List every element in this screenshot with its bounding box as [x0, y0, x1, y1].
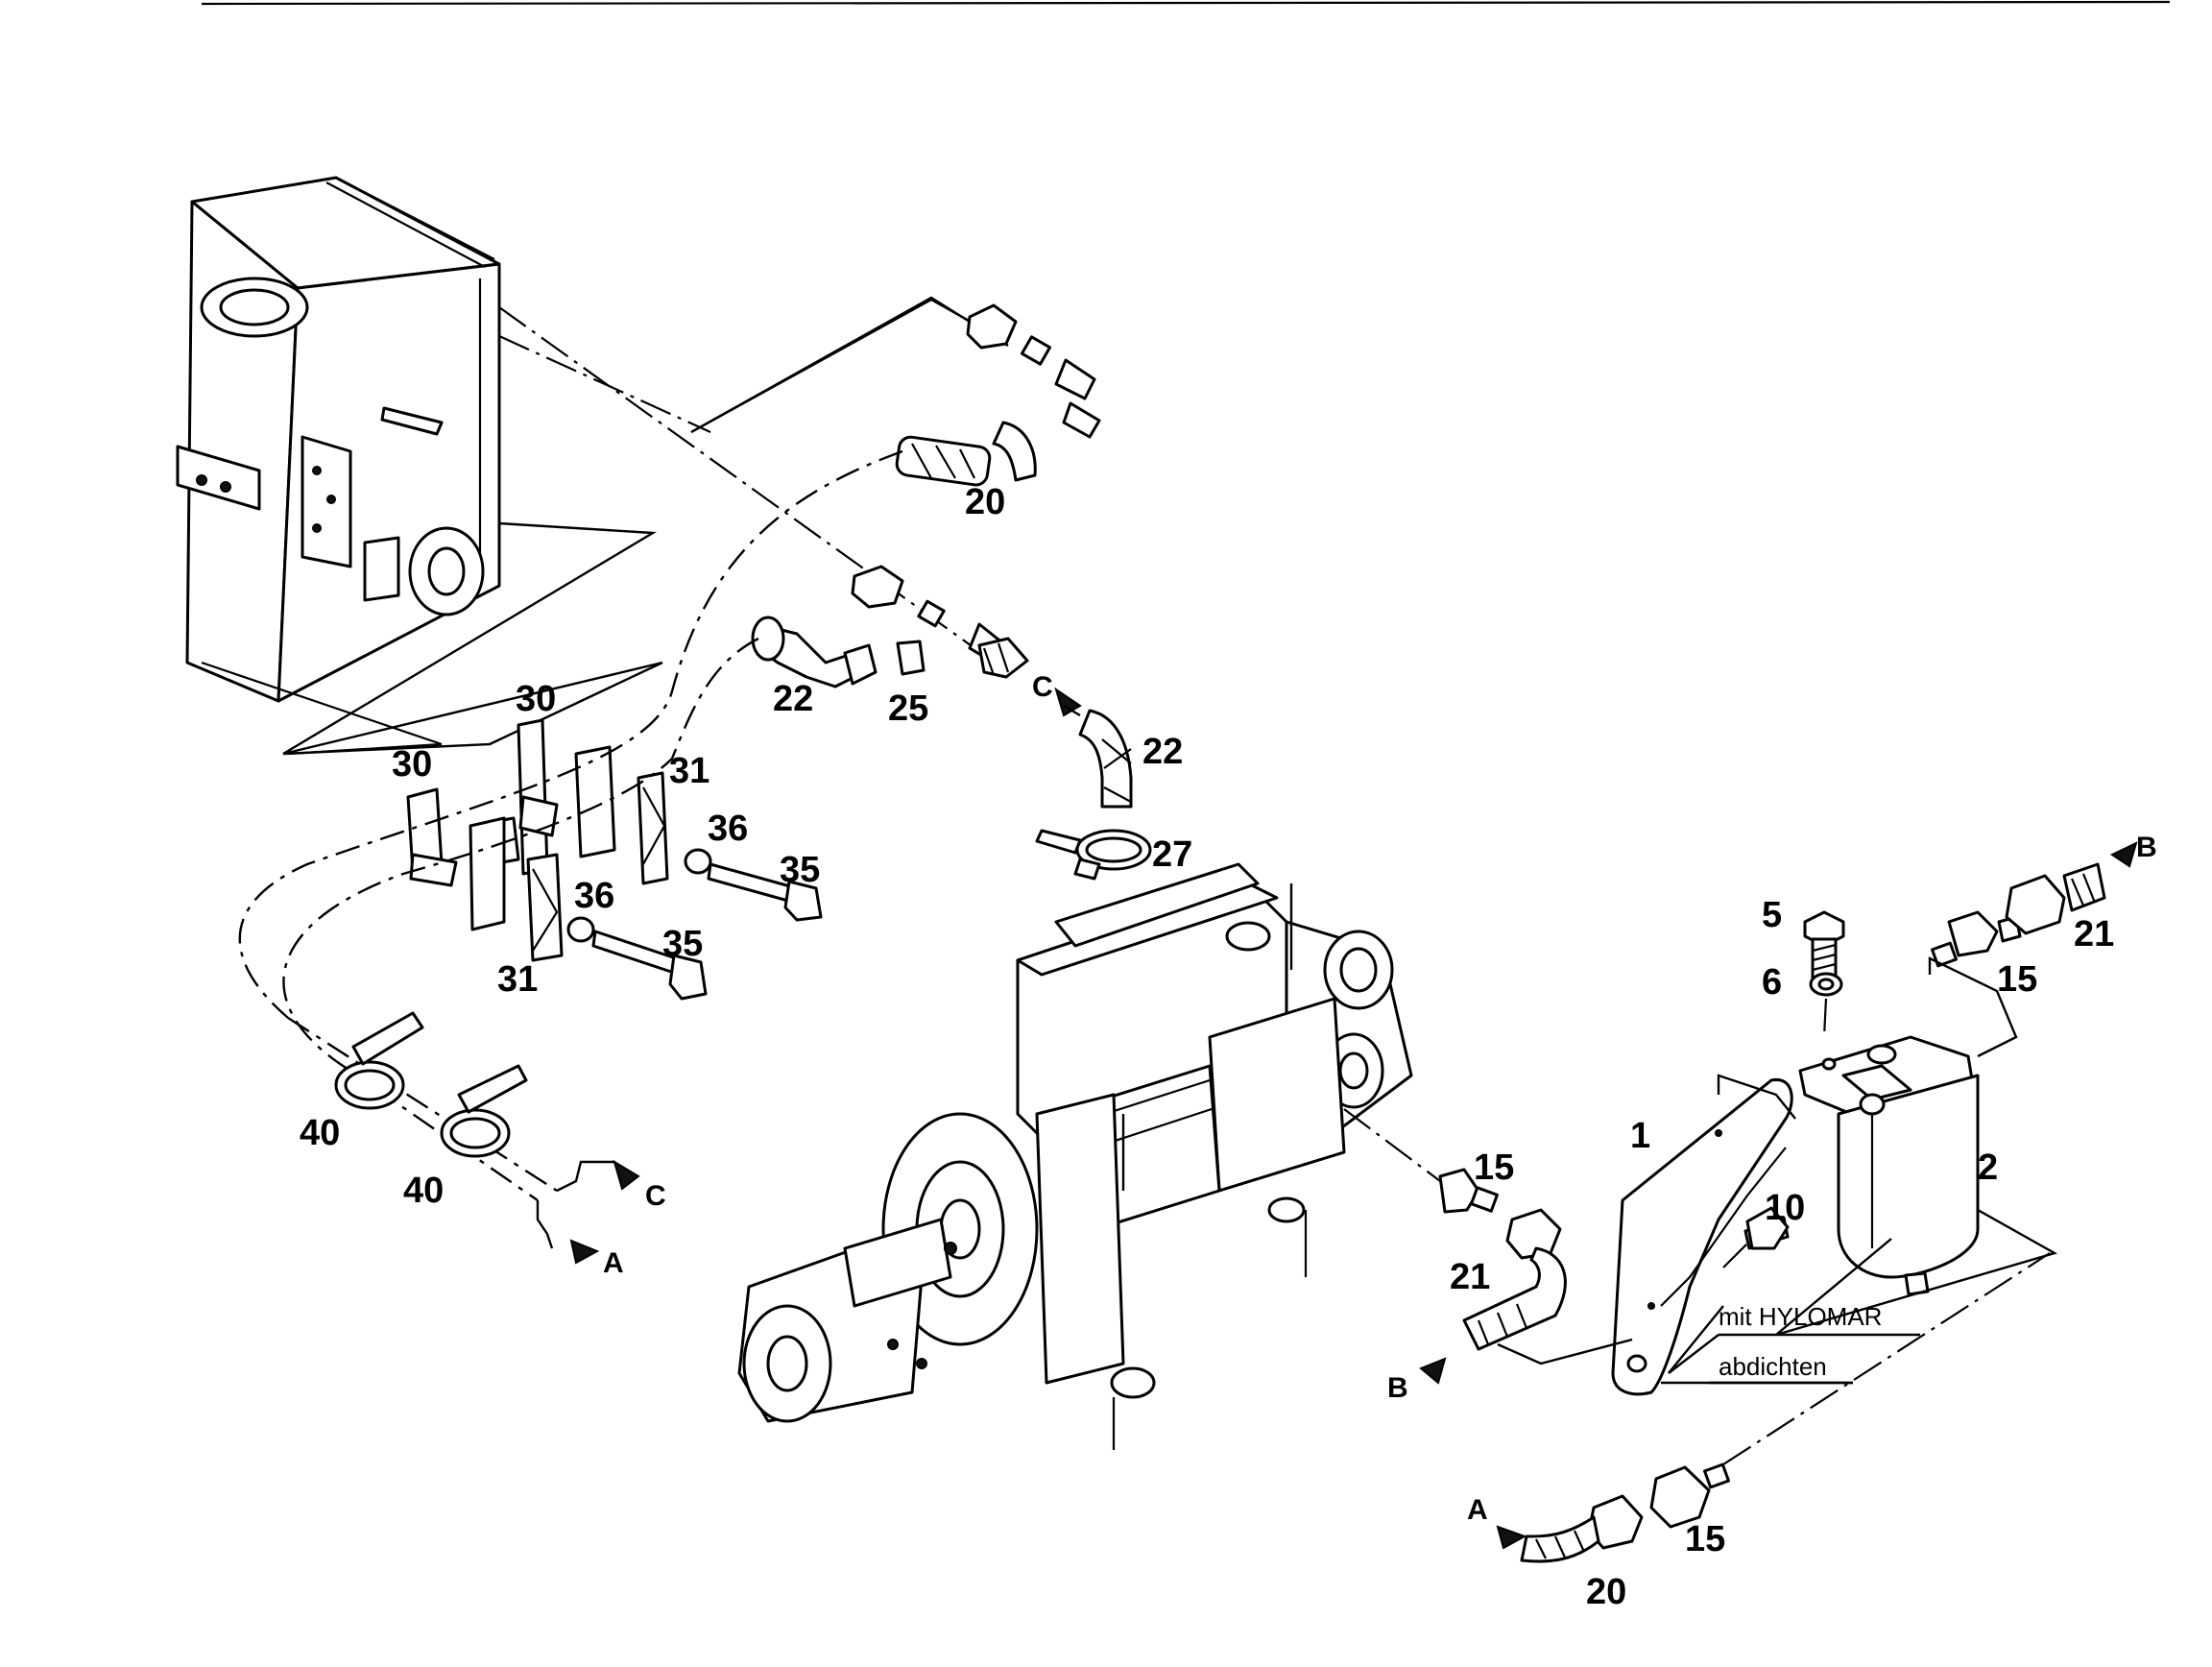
connector-arrow-b-right — [2109, 841, 2138, 868]
filter-leaders-right — [1775, 956, 2058, 1337]
cable-ties-40 — [334, 1011, 528, 1158]
page-top-rule — [201, 0, 2171, 6]
connector-label-c-left: C — [645, 1180, 666, 1212]
callout-30-top: 30 — [516, 679, 556, 719]
fitting-21-center — [1462, 1208, 1633, 1365]
sensor-15-center — [1343, 1108, 1499, 1214]
callout-10: 10 — [1765, 1188, 1805, 1228]
bolt-10 — [1722, 1206, 1790, 1268]
fuel-line-20-top — [690, 298, 1101, 487]
bracket-1 — [1611, 1074, 1796, 1396]
tank-frame — [176, 176, 501, 756]
connector-labels: C C A A B B — [603, 671, 2157, 1526]
callout-22-right: 22 — [1142, 732, 1183, 772]
connector-label-b-right: B — [2136, 832, 2157, 863]
callout-2: 2 — [1978, 1148, 1998, 1188]
connector-label-a-left: A — [603, 1247, 624, 1279]
connector-label-c-top: C — [1032, 671, 1053, 703]
callout-31-bottom: 31 — [497, 959, 538, 1000]
callout-15-top: 15 — [1997, 959, 2037, 1000]
callout-25: 25 — [888, 689, 928, 729]
callout-21-top: 21 — [2074, 914, 2114, 954]
callout-20-bottom: 20 — [1586, 1572, 1626, 1612]
callout-21-center: 21 — [1450, 1257, 1490, 1297]
callout-30-left: 30 — [392, 744, 432, 785]
connector-label-a-bottom: A — [1467, 1494, 1488, 1526]
clamp-blocks — [406, 718, 823, 1001]
engine-assembly — [737, 862, 1413, 1450]
callout-40-right: 40 — [403, 1171, 444, 1211]
connector-arrow-a-left — [569, 1239, 600, 1265]
hose-22-c — [1078, 709, 1133, 809]
callout-5: 5 — [1762, 895, 1782, 935]
sensor-15-bottom — [1649, 1252, 2051, 1529]
note-line-1: mit HYLOMAR — [1719, 1302, 1882, 1331]
fuel-line-22-25 — [751, 565, 1029, 689]
callout-27: 27 — [1152, 834, 1192, 875]
connector-arrow-a-bottom — [1496, 1525, 1527, 1550]
fitting-21-top — [2005, 862, 2106, 935]
callout-20-top: 20 — [965, 482, 1005, 522]
callout-36-top: 36 — [708, 809, 748, 849]
hylomar-note — [1661, 1305, 1920, 1385]
sensor-15-top — [1931, 910, 2022, 968]
note-line-2: abdichten — [1719, 1352, 1827, 1381]
connector-arrow-c-left — [613, 1159, 640, 1191]
connector-arrow-c-top — [1054, 687, 1082, 717]
callout-31-top: 31 — [669, 751, 709, 791]
callout-labels: 20 22 25 22 27 30 30 31 31 36 36 35 35 4… — [300, 482, 2114, 1612]
callout-15-center: 15 — [1474, 1148, 1514, 1188]
hose-routing — [238, 449, 903, 1201]
callout-15-bottom: 15 — [1685, 1519, 1725, 1559]
callout-40-left: 40 — [300, 1113, 340, 1153]
connector-label-b-center: B — [1387, 1372, 1408, 1404]
filter-housing-2 — [1798, 1035, 1980, 1296]
connector-arrow-b-center — [1419, 1357, 1447, 1385]
clamp-27 — [1035, 829, 1152, 881]
fitting-20-bottom — [1520, 1494, 1644, 1563]
note-text: mit HYLOMAR abdichten — [1719, 1302, 1882, 1381]
callout-35-top: 35 — [780, 850, 820, 890]
callout-1: 1 — [1630, 1116, 1650, 1156]
callout-35-bottom: 35 — [662, 924, 703, 964]
callout-22-left: 22 — [773, 679, 813, 719]
washer-6 — [1809, 972, 1843, 1038]
connector-routing-left — [536, 1160, 621, 1249]
callout-6: 6 — [1762, 962, 1782, 1003]
callout-36-bottom: 36 — [574, 876, 614, 916]
